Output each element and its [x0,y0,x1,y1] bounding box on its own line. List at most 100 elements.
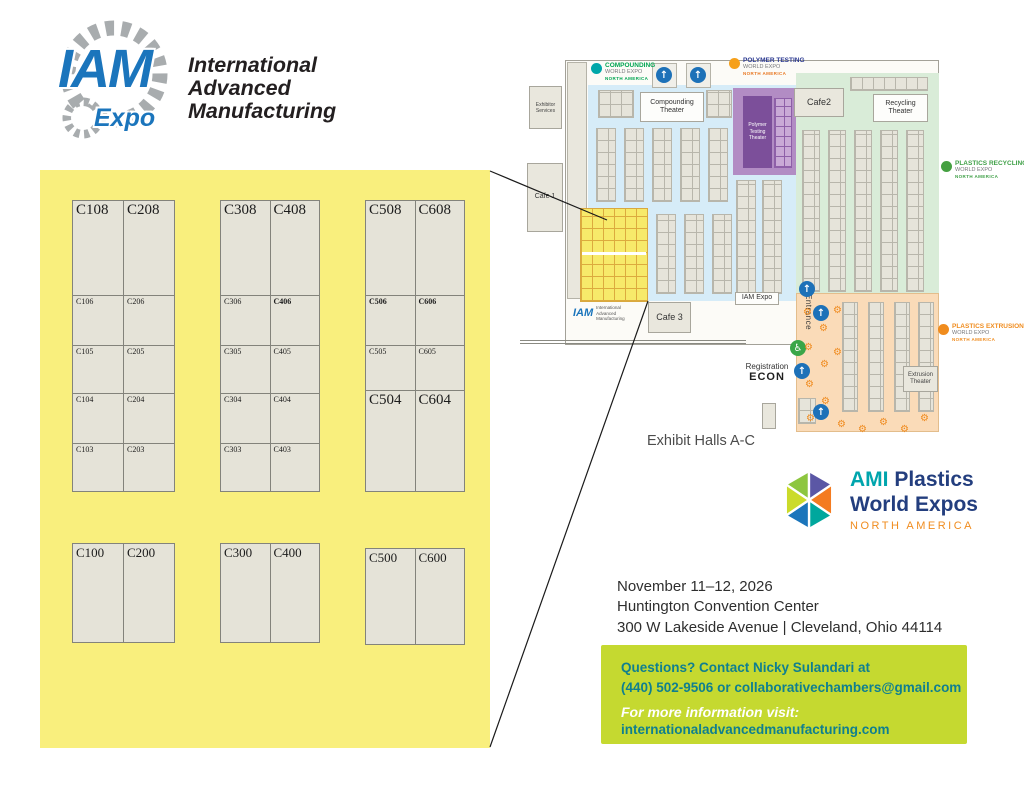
booth-grid [708,128,728,202]
iam-wordmark: IAM [58,39,153,99]
extrusion-theater-label: Extrusion Theater [907,371,933,385]
booth-C104: C104 [73,394,124,443]
cafe3-box: Cafe 3 [648,302,691,333]
recycling-logo-icon [941,161,952,172]
exhibitor-services-box: Exhibitor Services [529,86,562,129]
booth-grid [798,398,816,424]
booth-grid [842,302,858,412]
gear-icon: ⚙ [804,342,813,353]
booth-C204: C204 [124,394,174,443]
booth-grid [854,130,872,292]
gear-icon [60,20,168,139]
compounding-logo-text: COMPOUNDING WORLD EXPO NORTH AMERICA [605,62,656,81]
booth-C404: C404 [271,394,320,443]
gear-icon: ⚙ [900,424,909,435]
booth-C105: C105 [73,346,124,393]
event-info: November 11–12, 2026 Huntington Conventi… [617,577,942,638]
booth-grid [736,180,756,294]
booth-label: C305 [224,347,242,356]
booth-C604: C604 [416,391,465,491]
up-arrow-icon: ↑ [794,363,810,379]
gear-icon: ⚙ [837,419,846,430]
expo-wordmark: Expo [94,104,156,132]
gear-icon: ⚙ [920,413,929,424]
up-arrow-icon: ↑ [813,404,829,420]
booth-C403: C403 [271,444,320,491]
polymer-theater-box: Polymer Testing Theater [743,96,772,168]
event-venue: Huntington Convention Center [617,598,819,616]
compounding-expo-logo: COMPOUNDING WORLD EXPO NORTH AMERICA [591,62,655,82]
booth-row: C303 C403 [221,444,319,491]
ami-word: Plastics [894,468,974,492]
compounding-theater-label: Compounding Theater [650,98,694,114]
registration-label: Registration [745,362,789,371]
booth-C108: C108 [73,201,124,295]
up-arrow-icon: ↑ [656,67,672,83]
booth-C103: C103 [73,444,124,491]
recycling-expo-logo: PLASTICS RECYCLING WORLD EXPO NORTH AMER… [941,160,1024,180]
exhibitor-services-label: Exhibitor Services [535,101,556,114]
booth-row: C305 C405 [221,346,319,394]
booth-grid [762,180,782,294]
booth-C406: C406 [271,296,320,345]
booth-C100: C100 [73,544,124,642]
polymer-logo-text: POLYMER TESTING WORLD EXPO NORTH AMERICA [743,57,805,76]
iam-expo-logo: IAM Expo International Advanced Manufact… [36,14,356,146]
gear-icon: ⚙ [879,417,888,428]
booth-label: C505 [369,347,387,356]
booth-label: C504 [369,392,402,408]
recycling-theater-label: Recycling Theater [885,99,916,115]
accessibility-icon: ♿ [790,340,806,356]
booth-grid [828,130,846,292]
booth-grid [680,128,700,202]
booth-grid [774,98,792,168]
booth-C400: C400 [271,544,320,642]
booth-grid [802,130,820,292]
booth-label: C608 [418,202,452,218]
entrance-label: Entrance [804,294,813,331]
booth-label: C400 [273,545,302,560]
booth-label: C406 [273,297,292,306]
ami-line1: AMI Plastics [850,468,978,492]
booth-label: C303 [224,445,242,454]
booth-grid [582,252,646,255]
booth-label: C200 [127,545,156,560]
booth-label: C408 [273,202,307,218]
booth-C203: C203 [124,444,174,491]
iam-expo-tag-label: IAM Expo [741,294,773,302]
booth-C606: C606 [416,296,465,345]
registration-area: Registration ECON [735,362,799,383]
booth-C405: C405 [271,346,320,393]
booth-C308: C308 [221,201,271,295]
gear-icon: ⚙ [858,424,867,435]
ami-plastics-logo: AMI Plastics World Expos NORTH AMERICA [780,468,978,532]
contact-more-info: For more information visit: [621,704,800,721]
booth-label: C205 [127,347,145,356]
ami-line2: World Expos [850,492,978,516]
event-address: 300 W Lakeside Avenue | Cleveland, Ohio … [617,618,943,636]
exhibit-halls-label: Exhibit Halls A-C [647,433,755,449]
booth-label: C308 [224,202,257,218]
brand-name-line: Manufacturing [188,99,337,123]
contact-website: internationaladvancedmanufacturing.com [621,722,890,738]
booth-label: C106 [76,297,94,306]
booth-grid [880,130,898,292]
booth-grid [598,90,634,118]
event-date: November 11–12, 2026 [617,578,773,595]
booth-C506: C506 [366,296,416,345]
gear-icon: ⚙ [820,359,829,370]
structure-box [762,403,776,429]
gear-icon: ⚙ [821,396,830,407]
extrusion-logo-icon [938,324,949,335]
cafe2-box: Cafe2 [794,88,844,117]
